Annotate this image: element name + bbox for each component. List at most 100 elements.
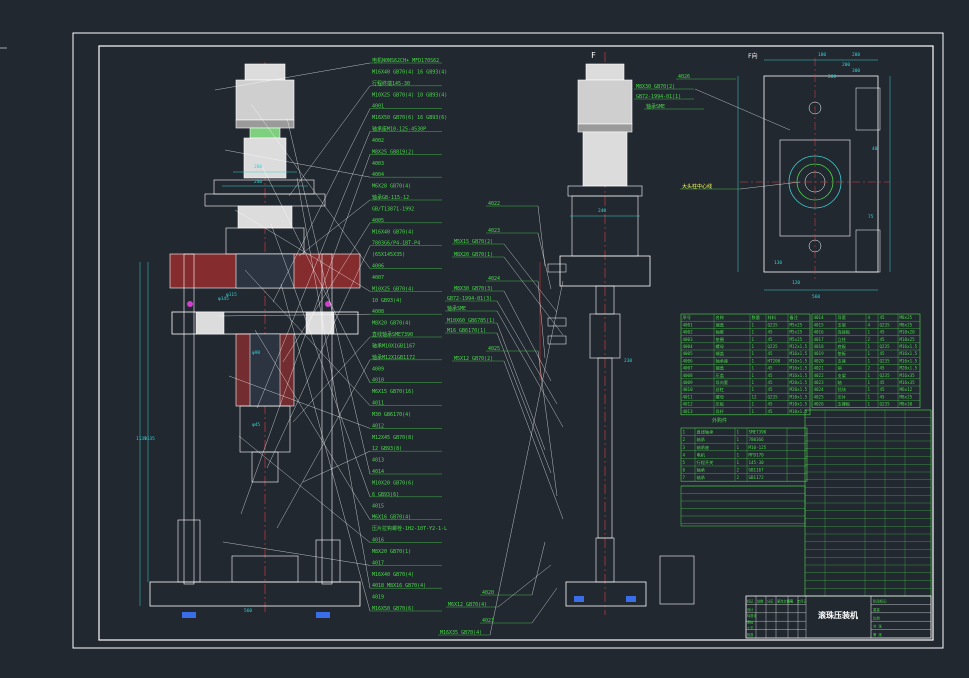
callout-left: 4013 (372, 458, 384, 464)
table-cell: 45 (880, 366, 886, 371)
title-block-role: 标准化 (747, 613, 757, 618)
table-cell: 45 (880, 315, 886, 320)
table-cell: M8x25 (900, 322, 913, 327)
table-cell: M10x1.5 (790, 394, 808, 399)
table-cell: 6 (683, 468, 686, 473)
table-cell: 2 (868, 337, 871, 342)
table-cell: 4022 (814, 373, 825, 378)
table-cell: 4011 (683, 394, 694, 399)
title-block-header: 标记 (747, 599, 754, 604)
dimension-label: φ90 (252, 350, 260, 356)
dimension-label: 280 (254, 164, 262, 170)
table-cell: 45 (768, 366, 774, 371)
table-cell: M16x1.5 (790, 358, 808, 363)
table-cell: 1 (868, 351, 871, 356)
table-cell: 压片 (838, 393, 846, 400)
callout-left: 4012 (372, 423, 384, 429)
dimension-label: 130 (774, 260, 782, 266)
callout-center: 4020 (482, 590, 494, 596)
dimension-label: 120 (792, 280, 800, 286)
title-block-role: 工艺 (747, 626, 753, 631)
table-cell: 立柱 (838, 336, 847, 343)
dimension-label: 560 (812, 294, 820, 300)
table-cell: 45 (768, 409, 774, 414)
callout-center: M10X60 GB6785(1) (447, 318, 495, 324)
table-cell: 4 (868, 315, 871, 320)
table-cell: 底板 (838, 343, 847, 350)
title-block-meta: 重量 (873, 607, 880, 612)
table-cell: 2 (737, 468, 740, 473)
table-cell: 4018 (814, 344, 825, 349)
callout-left: 4017 (372, 560, 384, 566)
table-cell: 1 (752, 337, 755, 342)
table-cell: Q235 (880, 358, 891, 363)
table-cell: 4015 (814, 322, 825, 327)
callout-left: (65X145X35) (372, 252, 405, 258)
table-cell: 4016 (814, 330, 825, 335)
dimension-label: 300 (852, 68, 860, 74)
table-cell: 轴套 (716, 329, 725, 336)
table-cell: M20x1.5 (790, 387, 808, 392)
callout-left: 直线轴承SME7390 (372, 331, 413, 338)
table-cell: 1 (737, 460, 740, 465)
table-cell: 4025 (814, 394, 825, 399)
table-cell: 3 (683, 445, 686, 450)
table-cell: 销 (838, 365, 842, 372)
callout-center: M6X12 GB70(4) (448, 602, 487, 608)
callout-left: 轴承M10X1GB1167 (372, 342, 415, 349)
title-block-role: 设计 (747, 607, 754, 612)
callout-left: 4008 (372, 309, 384, 315)
callout-left: 轴承座M10-125-4530P (372, 126, 426, 133)
dimension-label: φ45 (252, 422, 260, 428)
table-cell: 45 (880, 330, 886, 335)
table-cell: 4003 (683, 337, 694, 342)
table-header: 数量 (752, 314, 760, 321)
title-block-meta: 共 张 (873, 624, 882, 629)
table-cell: 1 (737, 437, 740, 442)
table-cell: MFD170 (749, 452, 765, 457)
table-cell: 4 (868, 322, 871, 327)
table-cell: 螺母 (716, 343, 724, 350)
table-cell: 4019 (814, 351, 825, 356)
table-cell: 2 (868, 366, 871, 371)
callout-center: 4021 (482, 618, 494, 624)
purchased-title: 外购件 (712, 417, 727, 424)
table-cell: M5x25 (790, 337, 803, 342)
callout-left: M10X25 GB70(4) 10 GB93(4) (372, 92, 447, 98)
callout-left: M16X50 GB70(6) 16 GB93(6) (372, 115, 447, 121)
dimension-label: 180 (818, 52, 826, 58)
front-section-view (139, 62, 361, 618)
table-cell: 4009 (683, 380, 694, 385)
callout-left: M16X40 GB70(4) 16 GB93(4) (372, 69, 447, 75)
table-cell: M16x1.5 (790, 351, 808, 356)
table-cell: 端盖 (716, 321, 724, 328)
table-cell: M10x1.5 (790, 402, 808, 407)
table-cell: GB1172 (749, 475, 765, 480)
table-cell: 4020 (814, 358, 825, 363)
callout-left: 4004 (372, 172, 384, 178)
table-cell: 4013 (683, 409, 694, 414)
table-cell: 1 (752, 351, 755, 356)
table-cell: 4004 (683, 344, 694, 349)
table-cell: 1 (752, 330, 755, 335)
callout-right: GB72-1994-01(1) (636, 94, 681, 100)
callout-center: 4024 (488, 276, 500, 282)
table-cell: 4002 (683, 330, 694, 335)
table-cell: 12 (752, 394, 758, 399)
table-cell: 1 (752, 344, 755, 349)
callout-left: 4002 (372, 138, 384, 144)
title-block-role: 审核 (747, 619, 754, 624)
table-cell: 垫板 (838, 350, 847, 357)
table-cell: 1 (868, 358, 871, 363)
title-block-header: 处数 (757, 599, 764, 604)
callout-left: 6 GB93(6) (372, 492, 399, 498)
top-view-f (737, 58, 891, 291)
table-cell: M20x1.5 (790, 380, 808, 385)
dimension-label: 1135 (144, 436, 155, 442)
table-cell: 45 (880, 337, 886, 342)
callout-center: 4022 (488, 201, 500, 207)
table-cell: 2 (683, 437, 686, 442)
table-cell: M5x25 (790, 322, 803, 327)
callout-right: 4026 (678, 74, 690, 80)
